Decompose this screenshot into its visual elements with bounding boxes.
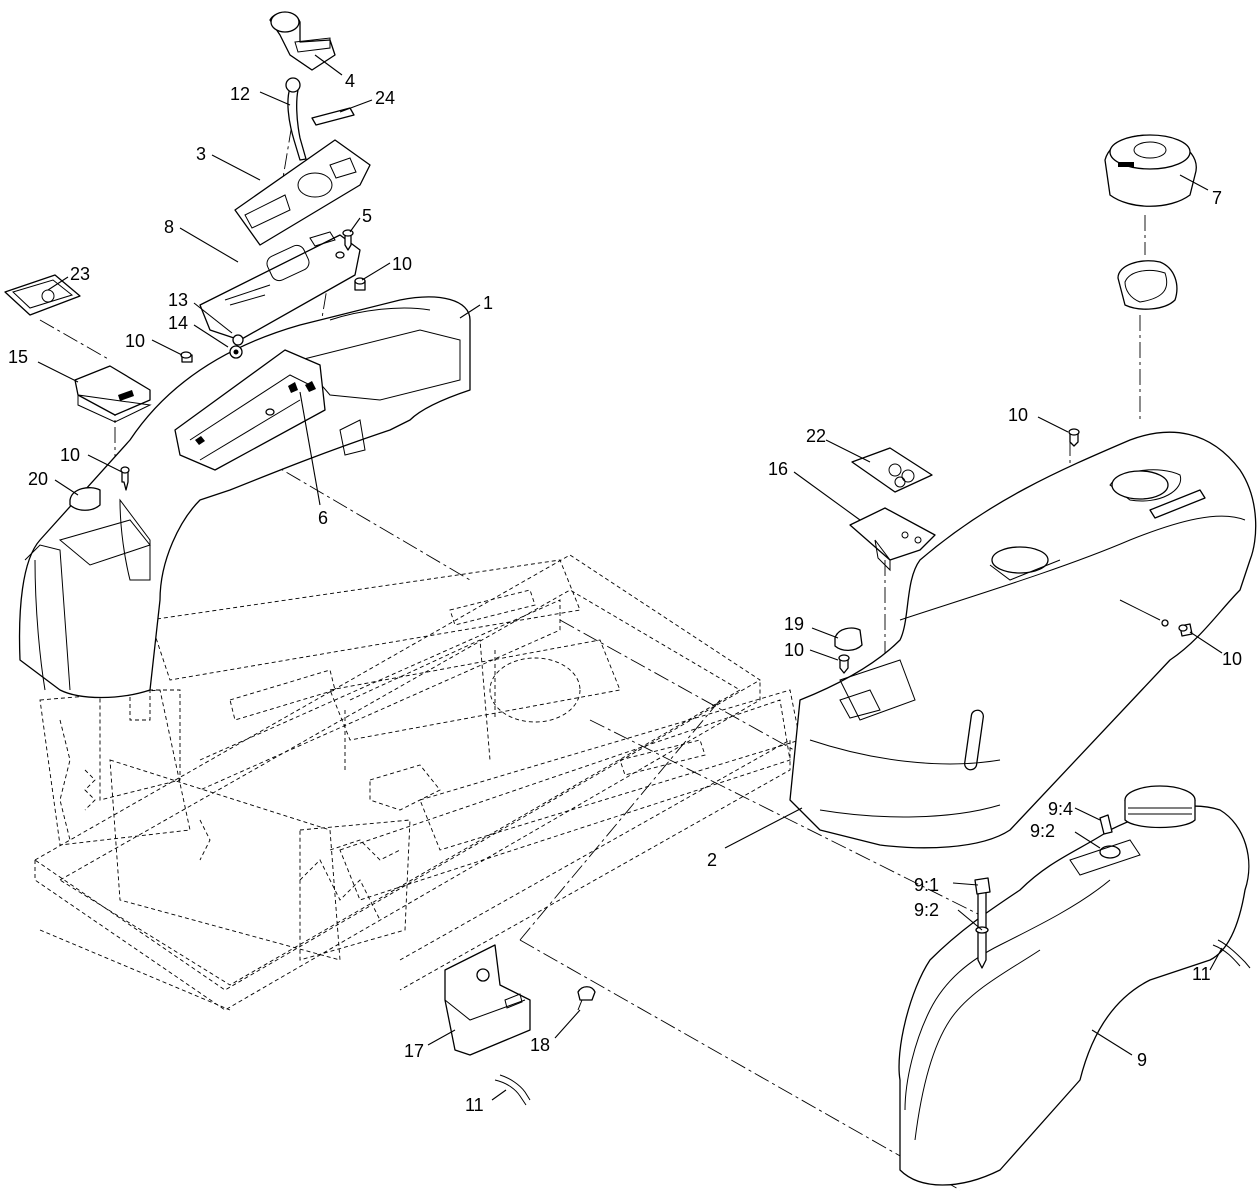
callout-22: 22: [806, 426, 826, 446]
callout-10-a: 10: [392, 254, 412, 274]
callout-13: 13: [168, 290, 188, 310]
left-fender-console: [18, 296, 471, 699]
callout-6: 6: [318, 508, 328, 528]
assembly-lines: [39, 99, 1191, 1191]
decal-24: [311, 107, 355, 126]
callout-17: 17: [404, 1041, 424, 1061]
right-fender: [789, 428, 1257, 849]
callout-11-a: 11: [1192, 964, 1211, 984]
callout-9-2-a: 9:2: [1030, 821, 1055, 841]
plate-15: [74, 365, 151, 416]
callout-10-f: 10: [1222, 649, 1242, 669]
washer-13: [232, 334, 244, 346]
fuel-tank: [898, 785, 1250, 1186]
callout-labels: 4 12 24 3 5 8 10 23 1 13 14 10 15 10 20 …: [8, 71, 1242, 1115]
fuel-cap: [1104, 134, 1197, 310]
callout-9: 9: [1137, 1050, 1147, 1070]
callout-2: 2: [707, 850, 717, 870]
callout-9-4: 9:4: [1048, 799, 1073, 819]
cap-20: [69, 487, 101, 511]
cap-19: [834, 627, 863, 652]
plate-16: [849, 507, 936, 561]
callout-10-c: 10: [60, 445, 80, 465]
panel-8: [199, 234, 361, 341]
console-panels: [199, 11, 371, 341]
callout-23: 23: [70, 264, 90, 284]
callout-15: 15: [8, 347, 28, 367]
clips-11: [494, 939, 1251, 1106]
bolt-18: [577, 986, 596, 1001]
callout-9-1: 9:1: [914, 875, 939, 895]
leader-lines: [37, 54, 1223, 1101]
callout-8: 8: [164, 217, 174, 237]
callout-18: 18: [530, 1035, 550, 1055]
callout-5: 5: [362, 206, 372, 226]
callout-10-d: 10: [1008, 405, 1028, 425]
callout-1: 1: [483, 293, 493, 313]
callout-24: 24: [375, 88, 395, 108]
callout-7: 7: [1212, 188, 1222, 208]
lever-12: [287, 87, 307, 161]
callout-16: 16: [768, 459, 788, 479]
callout-9-2-b: 9:2: [914, 900, 939, 920]
callout-4: 4: [345, 71, 355, 91]
bracket-17: [444, 944, 596, 1056]
callout-11-b: 11: [465, 1095, 484, 1115]
callout-10-e: 10: [784, 640, 804, 660]
callout-20: 20: [28, 469, 48, 489]
panel-3: [234, 139, 371, 246]
left-small-parts: [4, 229, 366, 511]
decal-22: [851, 447, 933, 493]
callout-14: 14: [168, 313, 188, 333]
callout-12: 12: [230, 84, 250, 104]
callout-10-b: 10: [125, 331, 145, 351]
chassis-frame: [34, 554, 801, 1011]
callout-3: 3: [196, 144, 206, 164]
callout-19: 19: [784, 614, 804, 634]
